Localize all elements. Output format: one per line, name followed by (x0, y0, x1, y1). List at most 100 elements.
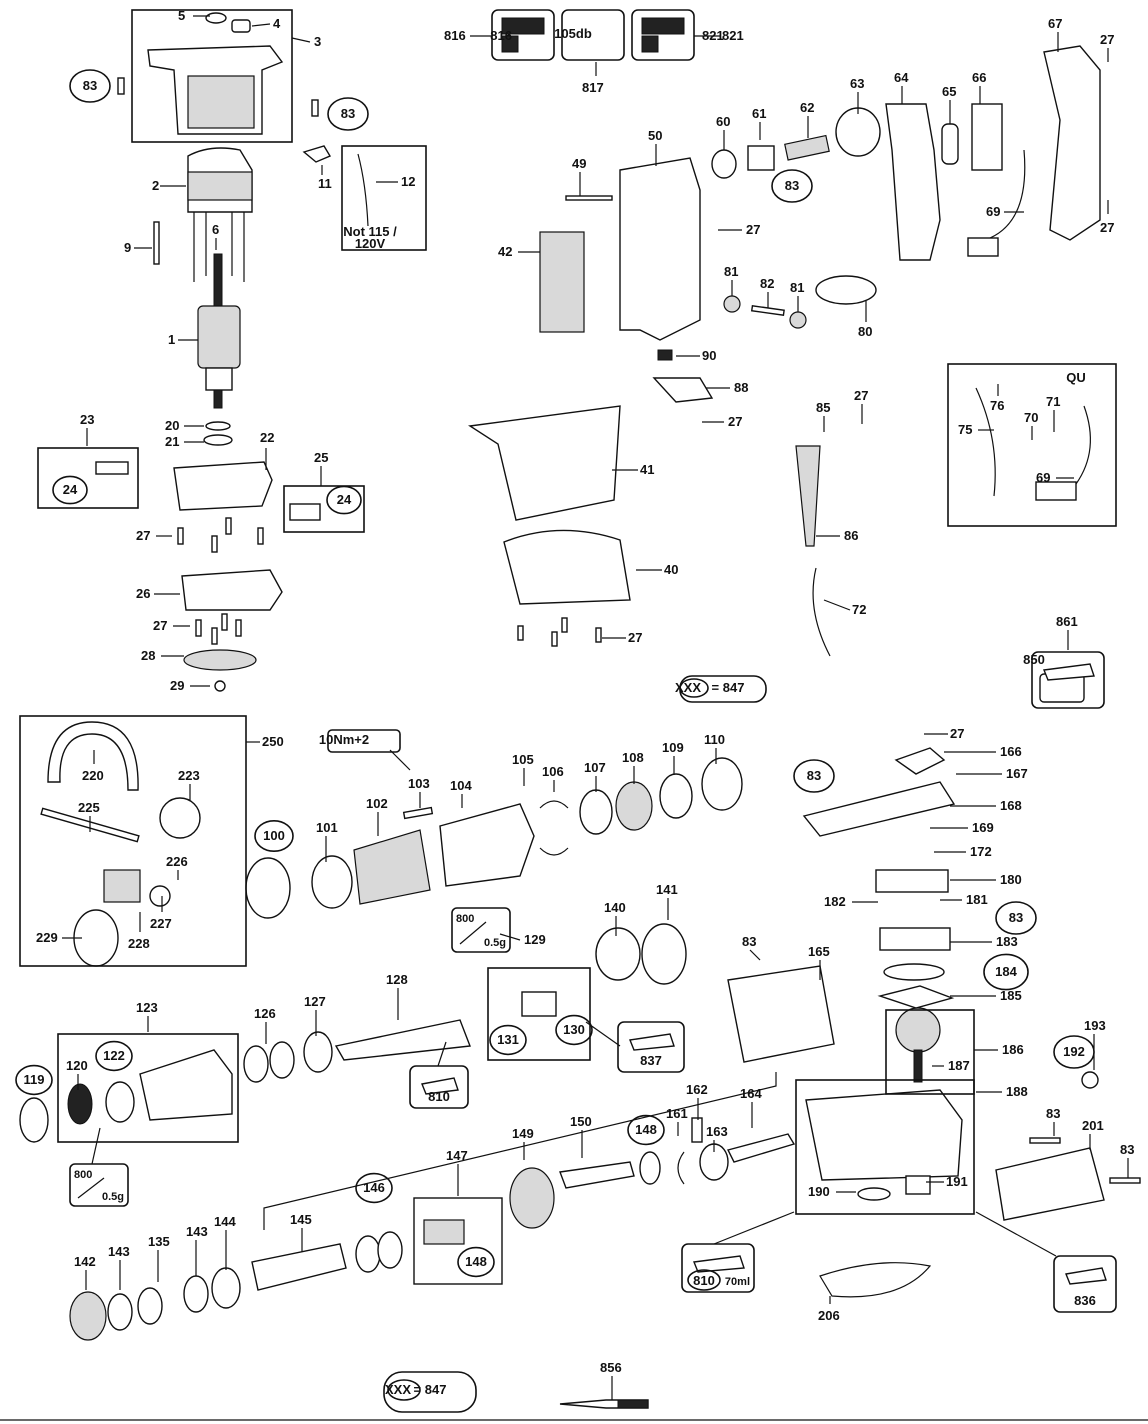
circled-ring-o83a (69, 69, 111, 103)
grease-part-number: 800 (74, 1169, 92, 1181)
part-81-a (723, 295, 741, 313)
part-180 (875, 869, 949, 893)
torque-spec-box (327, 729, 401, 753)
part-number-65: 65 (942, 84, 956, 99)
pin-162 (691, 1117, 703, 1143)
part-number-28: 28 (141, 648, 155, 663)
circled-part-number-100: 100 (263, 828, 285, 843)
part-number-104: 104 (450, 778, 472, 793)
part-number-27: 27 (854, 388, 868, 403)
part-65 (941, 123, 959, 165)
circled-part-number-192: 192 (1063, 1044, 1085, 1059)
part-number-206: 206 (818, 1308, 840, 1323)
ring-135 (137, 1287, 163, 1325)
part-number-40: 40 (664, 562, 678, 577)
part-number-70: 70 (1024, 410, 1038, 425)
circled-part-number-130: 130 (563, 1022, 585, 1037)
nut-226 (149, 885, 171, 907)
part-number-27: 27 (950, 726, 964, 741)
part-number-168: 168 (1000, 798, 1022, 813)
circled-part-number-83: 83 (83, 78, 97, 93)
leader-c4 (251, 23, 271, 27)
part-number-61: 61 (752, 106, 766, 121)
stator-part (187, 147, 253, 282)
connector-69-qu (1035, 481, 1077, 501)
brush-holder-part (173, 461, 273, 511)
part-number-185: 185 (1000, 988, 1022, 1003)
part-number-182: 182 (824, 894, 846, 909)
screws-27-group (177, 517, 264, 645)
part-number-220: 220 (82, 768, 104, 783)
ring-141 (641, 923, 687, 985)
group-box-bQU (947, 363, 1117, 527)
sticker-821 (631, 9, 695, 61)
housing-40 (503, 529, 631, 605)
fork-150 (559, 1161, 635, 1189)
part-number-41: 41 (640, 462, 654, 477)
part-number-106: 106 (542, 764, 564, 779)
grease-box-g800a (451, 907, 511, 953)
part-number-191: 191 (946, 1174, 968, 1189)
washer-110 (701, 757, 743, 811)
circled-ring-o83c (771, 169, 813, 203)
circled-ring-o122 (95, 1040, 133, 1072)
circled-part-number-119: 119 (24, 1072, 45, 1087)
part-61 (747, 145, 775, 171)
part-number-76: 76 (990, 398, 1004, 413)
circled-part-number-83: 83 (807, 768, 821, 783)
circled-ring-o148a (627, 1114, 665, 1146)
ring-127 (303, 1031, 333, 1073)
part-number-228: 228 (128, 936, 150, 951)
part-191 (905, 1175, 931, 1195)
part-number-141: 141 (656, 882, 678, 897)
part-number-107: 107 (584, 760, 606, 775)
part-number-82: 82 (760, 276, 774, 291)
part-number-129: 129 (524, 932, 546, 947)
screw-9-part (153, 221, 160, 265)
part-number-169: 169 (972, 820, 994, 835)
screw-83-a (117, 77, 125, 95)
part-number-172: 172 (970, 844, 992, 859)
circled-ring-o192 (1053, 1035, 1095, 1069)
part-number-11: 11 (318, 176, 332, 191)
part-number-66: 66 (972, 70, 986, 85)
circled-ring-o119 (15, 1064, 53, 1096)
circled-ring-o83e (995, 901, 1037, 935)
part-number-25: 25 (314, 450, 328, 465)
text-t847b: = 847 (414, 1382, 447, 1397)
part-number-83: 83 (1120, 1142, 1134, 1157)
part-number-20: 20 (165, 418, 179, 433)
part-number-181: 181 (966, 892, 988, 907)
group-box-b123 (57, 1033, 239, 1143)
part-number-201: 201 (1082, 1118, 1104, 1133)
leader-c72 (823, 599, 851, 611)
cable-12 (357, 153, 369, 227)
part-number-6: 6 (212, 222, 219, 237)
part-number-27: 27 (136, 528, 150, 543)
circled-ring-810 (687, 1269, 721, 1291)
washer-126-a (243, 1045, 269, 1083)
text-t850: 850 (1023, 652, 1045, 667)
part-box-p810a (409, 1065, 469, 1109)
part-number-80: 80 (858, 324, 872, 339)
part-number-161: 161 (666, 1106, 688, 1121)
gear-186 (895, 1007, 941, 1053)
part-number-190: 190 (808, 1184, 830, 1199)
screw-103 (402, 806, 434, 820)
ring-146-b (377, 1231, 403, 1269)
text-t105db: 105db (554, 26, 592, 41)
screws-27-bottom (517, 617, 602, 647)
part-104 (439, 803, 535, 887)
part-129 (521, 991, 557, 1017)
part-number-123: 123 (136, 1000, 158, 1015)
text-t10nm: 10Nm+2 (319, 732, 369, 747)
part-number-816: 816 (444, 28, 466, 43)
plate-183 (879, 927, 951, 951)
text-txxxa: XXX (675, 680, 701, 695)
part-number-162: 162 (686, 1082, 708, 1097)
part-number-62: 62 (800, 100, 814, 115)
ring-107 (579, 789, 613, 835)
